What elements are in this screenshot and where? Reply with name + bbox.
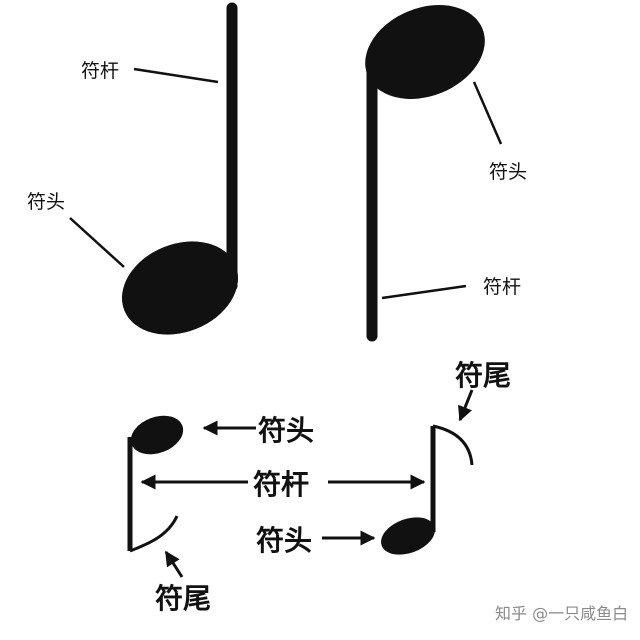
top-right-note: 符头 符杆 bbox=[365, 5, 527, 342]
bottom-right-note bbox=[381, 424, 474, 555]
head-label: 符头 bbox=[27, 191, 65, 213]
stem-label: 符杆 bbox=[483, 276, 521, 298]
head-label: 符头 bbox=[489, 161, 527, 183]
note-flag bbox=[432, 424, 474, 466]
stem-pointer-line bbox=[133, 67, 219, 84]
flag-left-arrow bbox=[164, 550, 184, 578]
note-head bbox=[121, 241, 239, 335]
watermark: 知乎 @一只咸鱼白 bbox=[495, 604, 628, 623]
stem-label: 符杆 bbox=[81, 60, 119, 82]
stem-label: 符杆 bbox=[253, 468, 309, 501]
head-label-lower: 符头 bbox=[256, 524, 312, 557]
top-left-note: 符杆 符头 bbox=[27, 2, 239, 335]
flag-label-right: 符尾 bbox=[455, 359, 511, 392]
note-head bbox=[381, 517, 435, 555]
head-pointer-line bbox=[472, 81, 503, 145]
note-head bbox=[130, 415, 184, 455]
bottom-left-note bbox=[127, 415, 184, 553]
flag-right-arrow bbox=[458, 389, 474, 422]
stem-pointer-line bbox=[381, 284, 467, 300]
note-head bbox=[365, 5, 485, 99]
head-pointer-line bbox=[69, 217, 125, 268]
note-flag bbox=[129, 515, 179, 553]
flag-label-left: 符尾 bbox=[155, 582, 211, 615]
bottom-arrows bbox=[140, 389, 474, 578]
head-label-upper: 符头 bbox=[258, 414, 314, 447]
